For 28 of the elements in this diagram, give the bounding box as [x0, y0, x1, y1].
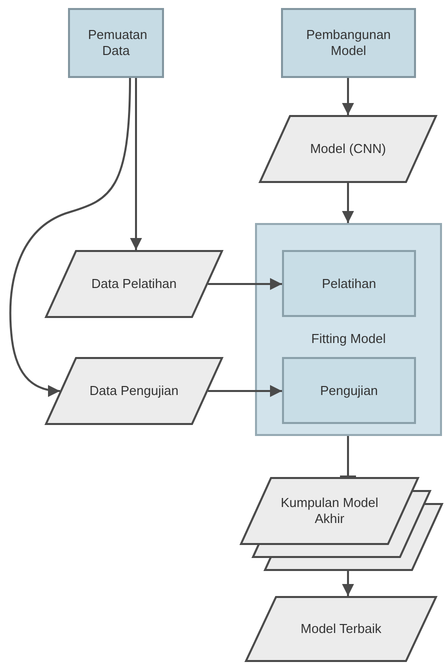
- process-box: [282, 357, 416, 424]
- connector-line: [338, 436, 358, 478]
- arrow: [342, 183, 354, 223]
- process-box: [282, 250, 416, 317]
- arrow: [208, 278, 282, 290]
- node-label: Model (CNN): [310, 141, 386, 157]
- node-label: Model Terbaik: [300, 621, 382, 637]
- document-stack: [240, 477, 443, 571]
- node-label: Pemuatan Data: [88, 27, 144, 59]
- node-label: Data Pengujian: [90, 383, 178, 399]
- node-label: Pelatihan: [322, 276, 376, 292]
- arrow: [208, 385, 282, 397]
- arrow: [130, 78, 142, 250]
- group-container: [255, 223, 442, 436]
- arrow: [342, 571, 354, 596]
- data-parallelogram: [45, 357, 223, 425]
- node-label: Data Pelatihan: [91, 276, 177, 292]
- node-label: Kumpulan Model Akhir: [280, 495, 380, 527]
- process-box: [281, 8, 416, 78]
- node-label: Fitting Model: [311, 331, 386, 347]
- process-box: [68, 8, 164, 78]
- node-label: Pengujian: [320, 382, 378, 398]
- data-parallelogram: [245, 596, 437, 662]
- node-label: Pembangunan Model: [305, 27, 392, 59]
- arrow: [342, 78, 354, 115]
- data-parallelogram: [259, 115, 437, 183]
- data-parallelogram: [45, 250, 223, 318]
- arrow: [9, 78, 131, 396]
